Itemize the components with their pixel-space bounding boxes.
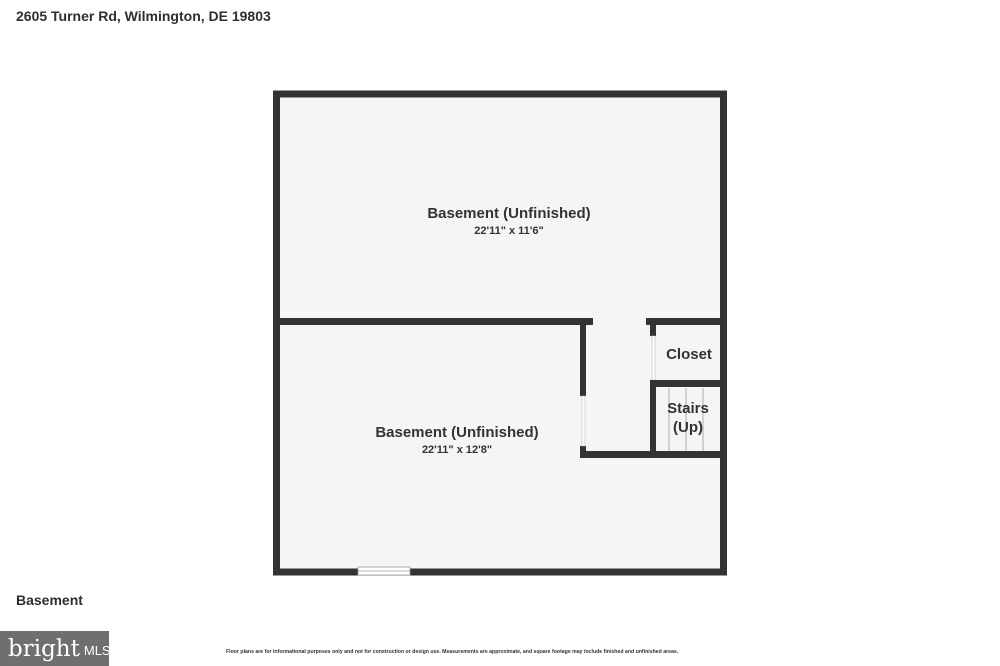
divider-wall-right — [646, 318, 724, 325]
upper-room-floor — [278, 95, 723, 322]
divider-wall-left — [276, 318, 593, 325]
stair-treads — [668, 388, 704, 451]
stairs-label-line1: Stairs — [667, 400, 709, 417]
lower-room-dims: 22'11" x 12'8" — [422, 444, 492, 456]
closet-wall-left-top — [650, 318, 656, 336]
closet-doorway — [651, 335, 656, 381]
stairs-label-line2: (Up) — [673, 419, 703, 436]
outer-wall — [273, 90, 727, 576]
upper-room-dims: 22'11" x 11'6" — [474, 225, 544, 237]
closet-wall-bottom — [650, 380, 724, 387]
logo-mls-text: MLS — [83, 643, 111, 658]
closet-label: Closet — [666, 346, 712, 363]
lower-room-floor — [278, 322, 723, 572]
hall-wall-left-top — [580, 318, 586, 396]
lower-room-name: Basement (Unfinished) — [375, 424, 538, 441]
bright-mls-logo: bright MLS — [0, 631, 111, 666]
property-address: 2605 Turner Rd, Wilmington, DE 19803 — [16, 8, 271, 24]
hall-doorway — [581, 395, 586, 447]
upper-room-name: Basement (Unfinished) — [427, 205, 590, 222]
stairs-wall-left — [650, 380, 656, 458]
logo-wordmark: bright — [8, 635, 80, 662]
floor-label: Basement — [16, 592, 83, 608]
disclaimer-text: Floor plans are for informational purpos… — [226, 649, 679, 655]
